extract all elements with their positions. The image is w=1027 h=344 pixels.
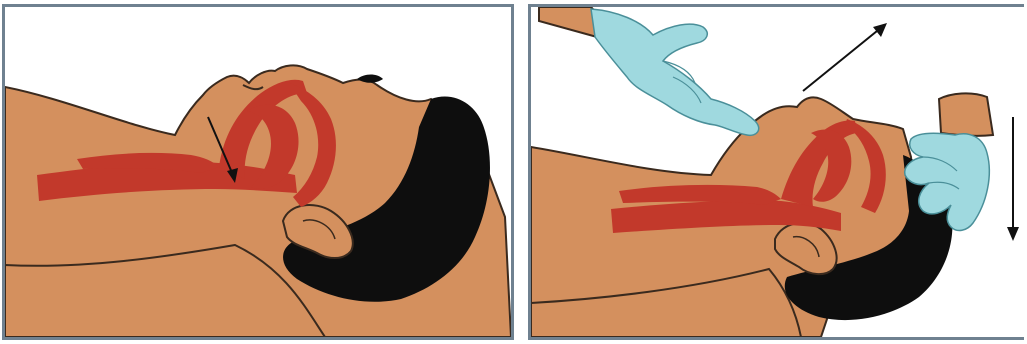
obstructed-airway-illustration	[5, 7, 511, 337]
glove-hand-chin-lift	[591, 9, 759, 135]
arrow-up-right-head	[873, 23, 887, 37]
arrow-down-head	[1007, 227, 1019, 241]
panel-head-tilt-chin-lift	[528, 4, 1024, 340]
open-airway-illustration	[531, 7, 1024, 337]
rescuer-forearm-right	[939, 93, 993, 135]
panel-obstructed-airway	[2, 4, 514, 340]
arrow-up-right-icon	[803, 31, 877, 91]
